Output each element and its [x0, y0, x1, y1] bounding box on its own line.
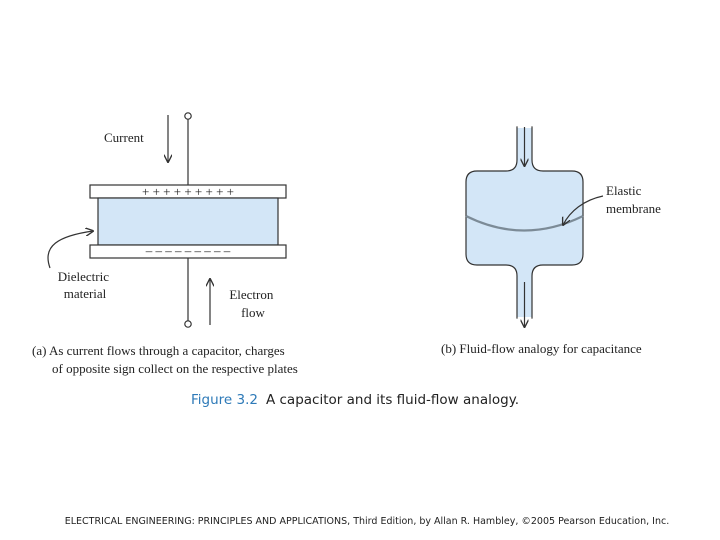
copyright-footer: ELECTRICAL ENGINEERING: PRINCIPLES AND A… [65, 516, 669, 527]
electron-label: Electron flow [229, 287, 276, 320]
top-terminal [184, 112, 192, 120]
fluid-flow-diagram: Elastic membrane (b) Fluid-flow analogy … [441, 126, 661, 356]
current-label: Current [104, 130, 144, 145]
membrane-label: Elastic membrane [606, 183, 661, 216]
figure-number: Figure 3.2 [191, 392, 258, 408]
bottom-plate-signs: – – – – – – – – – [145, 243, 231, 258]
caption-a: (a) As current flows through a capacitor… [32, 343, 298, 376]
dielectric-label: Dielectric material [58, 269, 113, 301]
capacitor-diagram: Current + + + + + + + + + – – – – – – – … [32, 112, 298, 376]
caption-b: (b) Fluid-flow analogy for capacitance [441, 341, 642, 356]
figure-caption: Figure 3.2 A capacitor and its fluid-flow… [191, 392, 519, 408]
membrane-pointer-arrow [563, 195, 604, 225]
fluid-vessel [465, 126, 584, 319]
dielectric-slab [97, 197, 279, 246]
figure-title: A capacitor and its fluid-flow analogy. [266, 392, 519, 408]
top-plate-signs: + + + + + + + + + [142, 184, 234, 199]
bottom-terminal [184, 320, 192, 328]
dielectric-pointer-arrow [47, 231, 93, 269]
